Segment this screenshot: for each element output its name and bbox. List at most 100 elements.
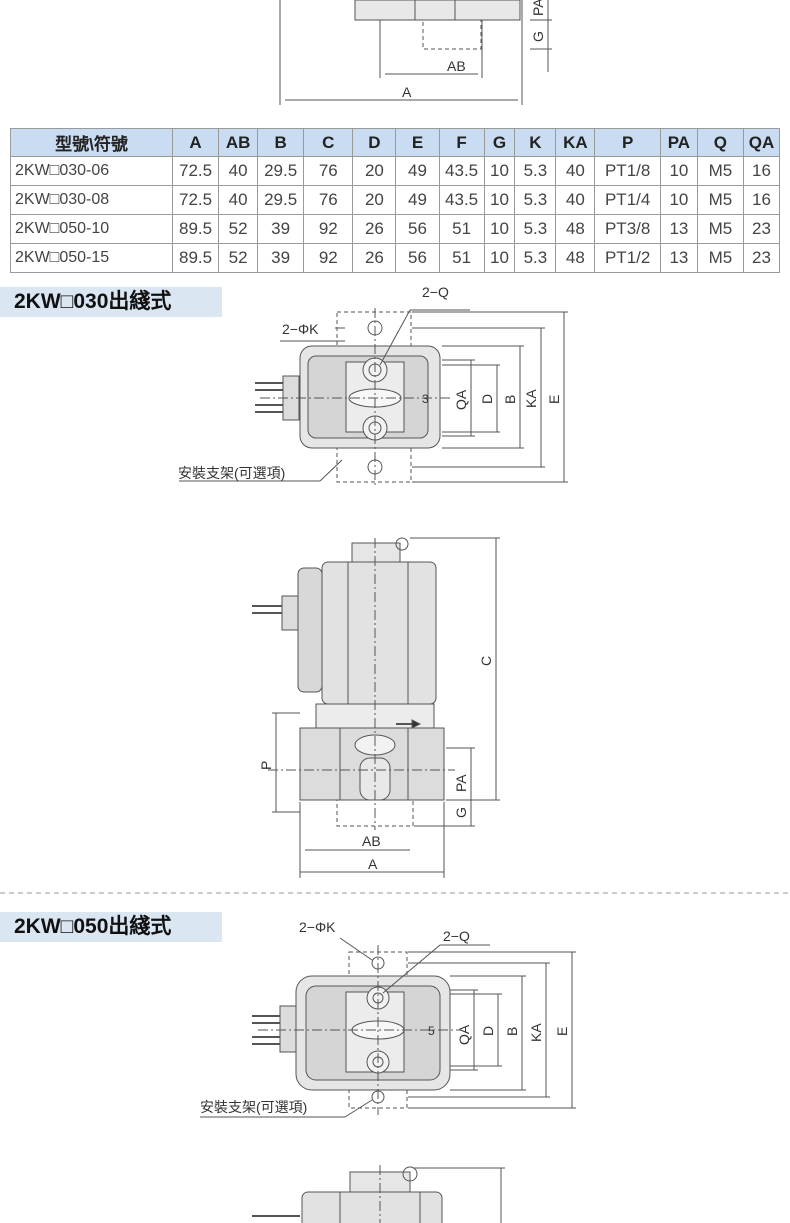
cell: 40 (218, 156, 259, 186)
label-2phik-050: 2−ΦK (299, 919, 336, 935)
cell: 5.3 (514, 156, 557, 186)
label-a-030: A (368, 856, 378, 872)
cell: 13 (659, 214, 698, 244)
cell: PT1/8 (594, 156, 661, 186)
cell: M5 (696, 214, 744, 244)
cell: PT1/4 (594, 185, 661, 215)
cell: 10 (483, 214, 516, 244)
cell: 29.5 (257, 185, 305, 215)
label-pa-030: PA (453, 774, 469, 792)
label-bracket-030: 安裝支架(可選項) (178, 465, 285, 481)
header-ka: KA (555, 128, 596, 157)
header-b: B (257, 128, 305, 157)
cell: 49 (395, 185, 440, 215)
cell: 26 (352, 214, 397, 244)
label-b-050: B (504, 1027, 520, 1036)
cell: M5 (696, 185, 744, 215)
cell: 10 (483, 185, 516, 215)
label-ka-050: KA (528, 1023, 544, 1042)
030-top-view (179, 308, 568, 488)
cell: 92 (303, 243, 354, 273)
cell: 2KW□050-10 (10, 214, 173, 244)
cell: 2KW□030-08 (10, 185, 173, 215)
header-f: F (438, 128, 485, 157)
spec-table-header: 型號\符號 A AB B C D E F G K KA P PA Q QA (10, 128, 781, 157)
label-ab-030: AB (362, 833, 381, 849)
030-front-view (252, 537, 500, 878)
header-g: G (483, 128, 516, 157)
cell: 89.5 (171, 243, 220, 273)
label-ab-top: AB (447, 58, 466, 74)
cell: 40 (555, 156, 596, 186)
cell: 52 (218, 243, 259, 273)
cell: 16 (742, 156, 781, 186)
cell: 76 (303, 156, 354, 186)
spec-table: 型號\符號 A AB B C D E F G K KA P PA Q QA 2K… (10, 128, 781, 273)
header-model: 型號\符號 (10, 128, 173, 157)
label-a-top: A (402, 84, 412, 100)
cell: PT3/8 (594, 214, 661, 244)
header-d: D (352, 128, 397, 157)
label-b-030: B (502, 395, 518, 404)
cell: 10 (659, 185, 698, 215)
cell: 26 (352, 243, 397, 273)
050-front-view-fragment (252, 1165, 505, 1223)
cell: 51 (438, 214, 485, 244)
cell: 13 (659, 243, 698, 273)
cell: 76 (303, 185, 354, 215)
cell: 92 (303, 214, 354, 244)
label-2q-050: 2−Q (443, 928, 470, 944)
label-d-030: D (479, 394, 495, 404)
cell: 40 (218, 185, 259, 215)
cell: 10 (659, 156, 698, 186)
cell: 20 (352, 185, 397, 215)
cell: 5.3 (514, 214, 557, 244)
cell: M5 (696, 156, 744, 186)
section-title-050: 2KW□050出綫式 (0, 912, 222, 942)
cell: 89.5 (171, 214, 220, 244)
label-g-top: G (530, 31, 546, 42)
label-e-050: E (554, 1027, 570, 1036)
label-d-050: D (480, 1026, 496, 1036)
cell: 2KW□030-06 (10, 156, 173, 186)
label-qa-050: QA (456, 1024, 472, 1045)
cell: 23 (742, 214, 781, 244)
label-g-030: G (453, 807, 469, 818)
cell: 16 (742, 185, 781, 215)
section-title-030: 2KW□030出綫式 (0, 287, 222, 317)
cell: 51 (438, 243, 485, 273)
top-front-view-fragment (279, 0, 552, 105)
label-qa-030: QA (453, 389, 469, 410)
label-pa-top: PA (530, 0, 546, 16)
table-row: 2KW□050-15 89.5 52 39 92 26 56 51 10 5.3… (10, 243, 781, 273)
cell: 56 (395, 214, 440, 244)
cell: 72.5 (171, 156, 220, 186)
label-2phik-030: 2−ΦK (282, 321, 319, 337)
cell: 48 (555, 243, 596, 273)
label-port-050: 5 (428, 1024, 435, 1038)
cell: 39 (257, 214, 305, 244)
cell: PT1/2 (594, 243, 661, 273)
cell: M5 (696, 243, 744, 273)
cell: 2KW□050-15 (10, 243, 173, 273)
cell: 10 (483, 243, 516, 273)
cell: 56 (395, 243, 440, 273)
header-ab: AB (218, 128, 259, 157)
050-top-view (200, 937, 576, 1118)
header-p: P (594, 128, 661, 157)
cell: 5.3 (514, 185, 557, 215)
cell: 49 (395, 156, 440, 186)
header-pa: PA (659, 128, 698, 157)
cell: 43.5 (438, 156, 485, 186)
cell: 40 (555, 185, 596, 215)
header-a: A (171, 128, 220, 157)
cell: 5.3 (514, 243, 557, 273)
cell: 23 (742, 243, 781, 273)
cell: 10 (483, 156, 516, 186)
header-e: E (395, 128, 440, 157)
cell: 20 (352, 156, 397, 186)
cell: 48 (555, 214, 596, 244)
table-row: 2KW□030-08 72.5 40 29.5 76 20 49 43.5 10… (10, 185, 781, 215)
label-p-030: P (258, 761, 274, 770)
